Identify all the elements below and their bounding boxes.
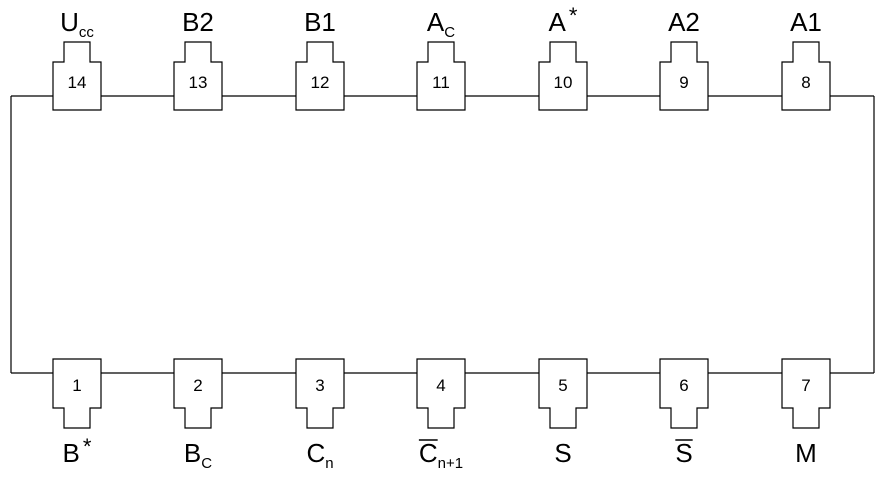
pin-11: 11 AC [416,7,466,111]
pin-number: 9 [679,73,688,92]
pin-5: 5S [538,358,588,468]
signal-name: A1 [790,7,822,37]
pin-number: 3 [315,376,324,395]
signal-name: B2 [182,7,214,37]
pin-number: 5 [558,376,567,395]
pin-outline [416,41,466,111]
pin-signal-label: Cn [306,438,333,472]
pin-signal-label: AC [427,7,455,41]
pin-signal-label: S [675,438,692,468]
pin-number: 13 [189,73,208,92]
pin-outline [173,358,223,429]
pin-signal-label: Cn+1 [419,438,463,472]
pin-outline [538,358,588,429]
signal-subscript: C [201,455,212,472]
pin-3: 3Cn [295,358,345,472]
pin-outline [52,41,102,111]
pin-outline [659,358,709,429]
pin-signal-label: A* [549,3,578,37]
signal-subscript: C [444,24,455,41]
pin-signal-label: B1 [304,7,336,37]
signal-name: U [60,7,79,37]
signal-subscript: n [325,455,333,472]
pin-outline [52,358,102,429]
signal-superscript: * [569,3,578,28]
signal-name: A [427,7,445,37]
signal-name: B [184,438,201,468]
pin-outline [173,41,223,111]
signal-name: S [675,438,692,468]
pin-signal-label: A2 [668,7,700,37]
pin-14: 14 Ucc [52,7,102,111]
pin-9: 9 A2 [659,7,709,111]
pin-outline [295,41,345,111]
pin-outline [295,358,345,429]
pin-number: 12 [311,73,330,92]
pin-number: 6 [679,376,688,395]
signal-name: C [306,438,325,468]
pin-signal-label: B2 [182,7,214,37]
pin-outline [416,358,466,429]
signal-name: S [554,438,571,468]
signal-subscript: n+1 [438,455,463,472]
pin-13: 13 B2 [173,7,223,111]
ic-package-body [10,95,875,374]
pin-outline [781,41,831,111]
pin-number: 10 [554,73,573,92]
pin-2: 2BC [173,358,223,472]
signal-name: M [795,438,817,468]
pin-outline [781,358,831,429]
pin-6: 6S [659,358,709,468]
pin-signal-label: A1 [790,7,822,37]
pin-outline [538,41,588,111]
pin-signal-label: S [554,438,571,468]
pin-signal-label: BC [184,438,212,472]
pin-signal-label: M [795,438,817,468]
pin-1: 1B* [52,358,102,468]
signal-name: C [419,438,438,468]
pin-12: 12 B1 [295,7,345,111]
pin-number: 1 [72,376,81,395]
signal-name: B1 [304,7,336,37]
pin-number: 7 [801,376,810,395]
pin-signal-label: B* [63,434,92,468]
pin-number: 2 [193,376,202,395]
pin-number: 11 [432,73,450,92]
signal-name: A2 [668,7,700,37]
signal-superscript: * [83,434,92,459]
signal-name: B [63,438,80,468]
pin-7: 7M [781,358,831,468]
pin-8: 8 A1 [781,7,831,111]
signal-subscript: cc [79,24,95,41]
pin-number: 4 [436,376,445,395]
pin-4: 4Cn+1 [416,358,466,472]
signal-name: A [549,7,567,37]
pin-number: 8 [801,73,810,92]
pin-outline [659,41,709,111]
pin-number: 14 [68,73,87,92]
pin-10: 10 A* [538,3,588,111]
pin-signal-label: Ucc [60,7,94,41]
